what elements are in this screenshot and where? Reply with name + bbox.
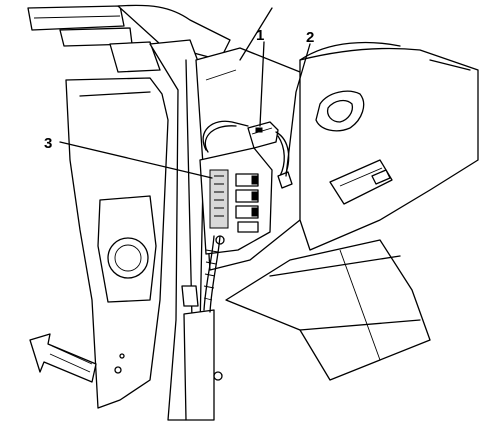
- speaker-grille: [107, 237, 149, 279]
- fuse-block-connector: [209, 169, 229, 229]
- leader-line-2: [285, 43, 311, 177]
- connector-item-2: [277, 171, 293, 189]
- leader-lines: [59, 7, 311, 179]
- callout-2: 2: [306, 29, 314, 46]
- callout-1: 1: [256, 27, 264, 44]
- lower-panel: [225, 239, 431, 381]
- leader-line-3: [59, 141, 213, 179]
- fuse-block: [199, 147, 273, 255]
- leader-line-1: [259, 41, 265, 127]
- switch-panel: [329, 159, 393, 205]
- dash-top-edge: [27, 4, 231, 73]
- pillar-trim: [149, 39, 215, 421]
- wiring-harness: [202, 120, 293, 313]
- callout-3: 3: [44, 135, 52, 152]
- instrument-panel: [299, 41, 479, 251]
- kick-panel: [65, 77, 169, 409]
- module: [247, 121, 279, 149]
- arrow-forward-icon: [29, 333, 97, 383]
